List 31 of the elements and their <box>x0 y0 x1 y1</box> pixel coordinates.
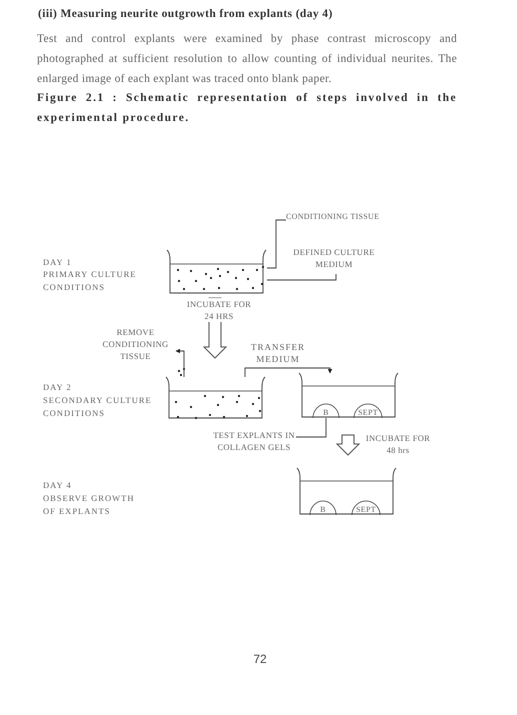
explant-dome: SEPT <box>352 501 380 515</box>
step-label: SECONDARY CULTURE CONDITIONS <box>43 394 153 420</box>
paragraph: Test and control explants were examined by phase contrast microscopy and photographed at sufficient resolution to allow counting of individual neurites. The enlarged image of each explant was traced onto blank paper. <box>37 31 457 87</box>
diagram-label: TEST EXPLANTS IN COLLAGEN GELS <box>212 429 296 457</box>
explant-dome: B <box>310 501 336 515</box>
step-label: PRIMARY CULTURE CONDITIONS <box>43 268 138 294</box>
edge-label: INCUBATE FOR 24 HRS <box>186 298 252 322</box>
step-label: DAY 1 <box>43 256 73 269</box>
explant-dome: B <box>313 404 339 418</box>
figure-caption: Figure 2.1 : Schematic representation of steps involved in the experimental procedure. <box>37 91 457 126</box>
step-label: DAY 2 <box>43 381 73 394</box>
arrow <box>176 348 184 378</box>
edge-label: TRANSFER MEDIUM <box>250 341 306 365</box>
page-number: 72 <box>252 652 268 666</box>
leader-line <box>266 274 336 280</box>
arrow <box>244 368 332 378</box>
explant-dome: SEPT <box>354 404 382 418</box>
edge-label: INCUBATE FOR 48 hrs <box>365 432 431 456</box>
diagram-label: DEFINED CULTURE MEDIUM <box>284 246 384 274</box>
leader-line <box>266 220 286 268</box>
section-heading: (iii) Measuring neurite outgrowth from explants (day 4) <box>38 8 334 20</box>
diagram-label: CONDITIONING TISSUE <box>286 211 404 225</box>
culture-dish-drawing <box>298 373 399 418</box>
step-label: OBSERVE GROWTH OF EXPLANTS <box>43 492 136 518</box>
step-label: DAY 4 <box>43 479 73 492</box>
diagram-label: REMOVE CONDITIONING TISSUE <box>95 326 176 366</box>
leader-line <box>296 418 326 438</box>
culture-dish-drawing <box>166 250 267 294</box>
block-arrow <box>336 434 360 456</box>
culture-dish-drawing <box>165 377 266 419</box>
culture-dish-drawing <box>296 468 397 515</box>
